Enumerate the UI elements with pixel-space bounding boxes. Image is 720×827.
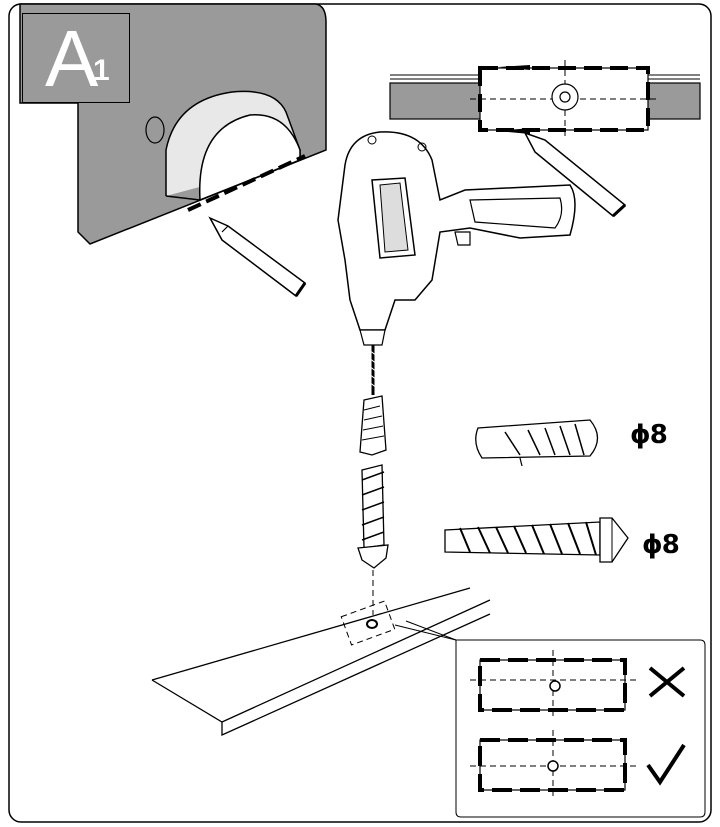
step-badge: A 1 [22,13,130,103]
wall-plug-vertical [359,395,387,456]
wrong-placement [470,650,640,720]
correct-placement [470,730,640,800]
board-surface [151,587,491,737]
screw-size-label: ϕ8 [642,530,680,560]
cross-icon [648,666,686,698]
wall-plug-side [475,419,599,467]
step-number: 1 [93,54,110,87]
wall-bracket [165,90,306,212]
step-letter: A [45,14,99,103]
screw-side [444,517,629,563]
rail-marking-detail [389,60,701,218]
screw-vertical [357,464,389,615]
drill-icon [337,131,576,395]
pencil-icon [208,216,307,298]
wall-plug-size-label: ϕ8 [630,420,668,450]
checkmark-icon [646,743,686,786]
